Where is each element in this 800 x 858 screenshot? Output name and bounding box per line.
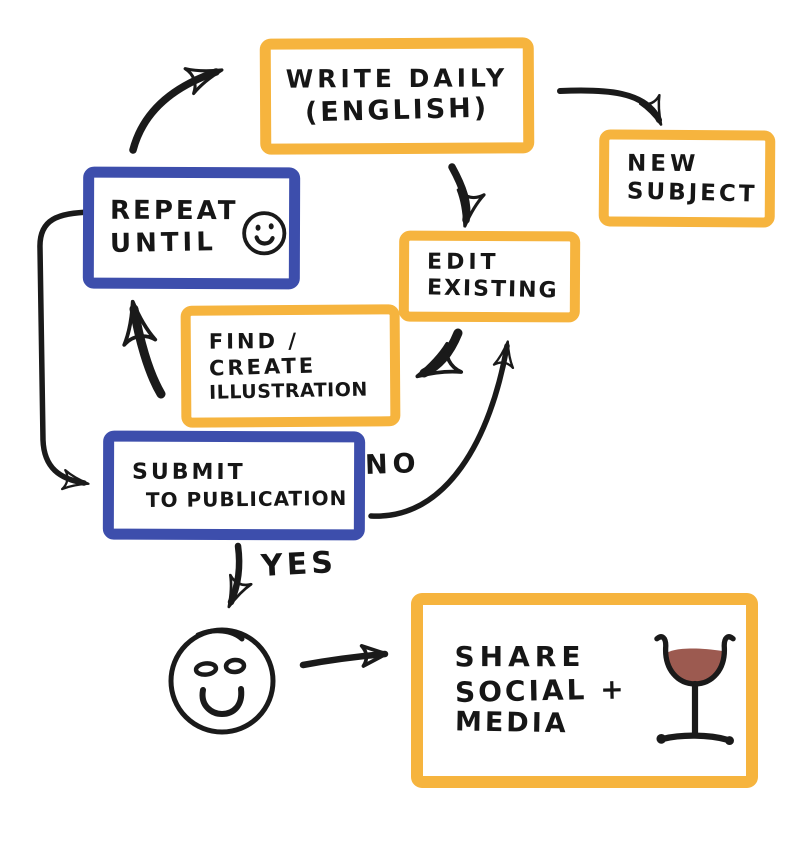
node-repeat-until-label-2: UNTIL [109, 227, 218, 260]
node-share-label-2: SOCIAL + [454, 672, 627, 710]
arrow-write-to-edit [448, 163, 486, 228]
wine-glass-icon [653, 633, 736, 745]
smiley-face-icon [242, 211, 287, 256]
node-edit-existing-label-2: EXISTING [426, 274, 559, 303]
arrow-repeat-to-write [129, 67, 224, 154]
node-share-label-3: MEDIA [454, 706, 569, 740]
node-share-label-1: SHARE [454, 639, 586, 673]
node-find-create-label-3: ILLUSTRATION [208, 378, 369, 404]
node-repeat-until: REPEAT UNTIL [82, 166, 301, 290]
node-repeat-until-text: REPEAT UNTIL [110, 196, 239, 260]
arrow-write-to-new-subject [557, 87, 663, 126]
arrow-edit-to-find [415, 328, 464, 379]
node-share-social-media: SHARE SOCIAL + MEDIA [411, 593, 758, 788]
node-write-daily-label-1: WRITE DAILY [285, 63, 509, 94]
node-find-create-label-1: FIND / [208, 328, 300, 354]
node-share-text: SHARE SOCIAL + MEDIA [454, 639, 645, 741]
node-find-create-illustration: FIND / CREATE ILLUSTRATION [180, 304, 401, 428]
arrow-face-to-share [299, 644, 389, 669]
node-new-subject-label-2: SUBJECT [626, 177, 758, 208]
node-new-subject-label-1: NEW [627, 151, 700, 178]
node-edit-existing: EDIT EXISTING [398, 230, 581, 323]
node-submit-label-1: SUBMIT [132, 459, 246, 485]
node-edit-existing-label-1: EDIT [427, 249, 500, 275]
edge-label-yes: YES [260, 545, 338, 584]
node-submit-to-publication: SUBMIT TO PUBLICATION [102, 430, 366, 541]
arrow-find-to-repeat [122, 299, 166, 399]
node-write-daily: WRITE DAILY (ENGLISH) [259, 37, 535, 155]
arrow-yes-submit-to-face [227, 542, 253, 609]
happy-face-icon [168, 627, 276, 735]
node-new-subject: NEW SUBJECT [598, 129, 776, 228]
edge-label-no: NO [364, 448, 422, 481]
node-repeat-until-label-1: REPEAT [110, 195, 239, 227]
node-write-daily-label-2: (ENGLISH) [304, 92, 490, 129]
node-submit-label-2: TO PUBLICATION [145, 485, 348, 512]
